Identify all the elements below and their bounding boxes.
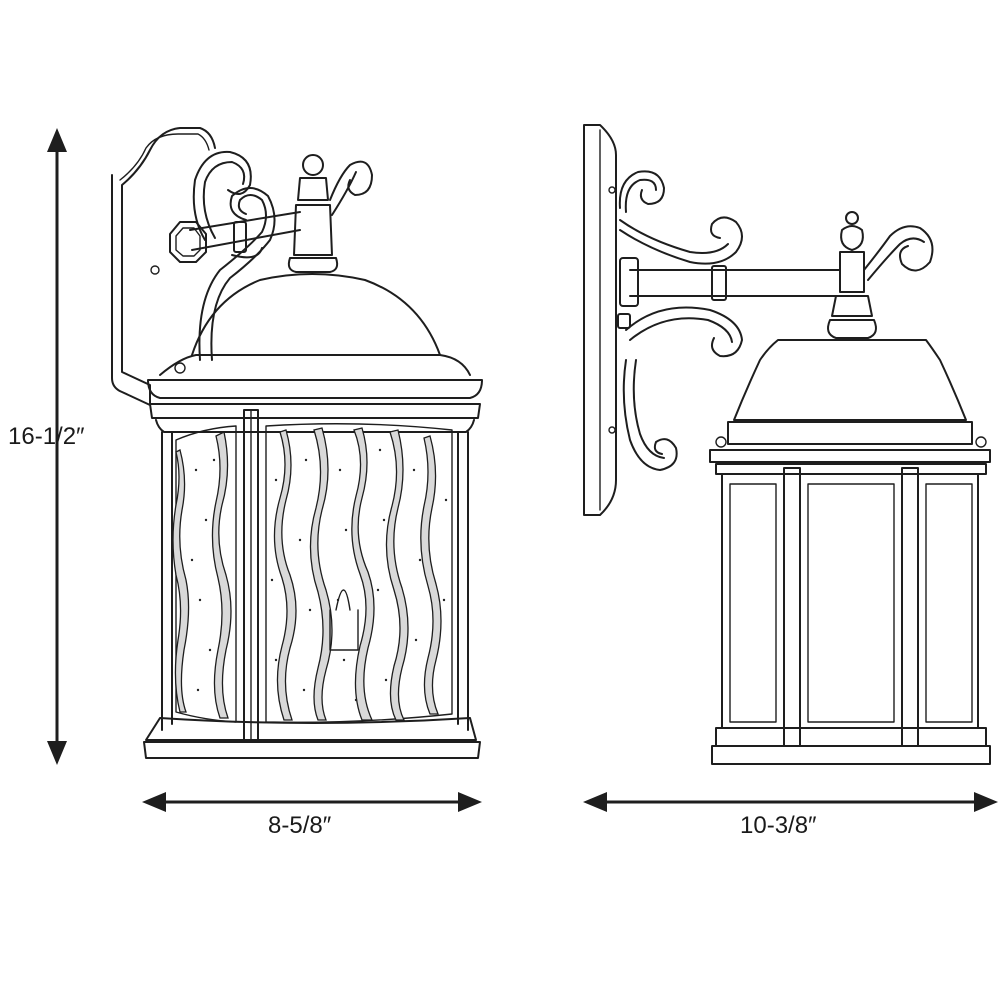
- side-roof: [709, 339, 991, 475]
- front-view-lantern: [111, 127, 483, 759]
- front-backplate: [111, 127, 216, 406]
- side-scroll-arm: [618, 170, 841, 471]
- height-dimension-arrow: [47, 128, 67, 765]
- front-base: [143, 717, 481, 759]
- side-cage: [721, 467, 979, 747]
- front-roof: [147, 273, 483, 433]
- side-width-dimension-arrow: [583, 792, 998, 812]
- front-width-dimension-label: 8-5/8″: [268, 812, 332, 839]
- front-width-dimension-arrow: [142, 792, 482, 812]
- side-base: [711, 727, 991, 765]
- front-water-glass: [172, 427, 448, 721]
- side-finial: [827, 211, 934, 339]
- front-seed-bubbles: [190, 448, 448, 702]
- side-backplate: [583, 124, 631, 516]
- side-view-lantern: [583, 124, 991, 765]
- height-dimension-label: 16-1/2″: [8, 423, 85, 450]
- front-scroll-arm: [169, 150, 301, 361]
- front-finial: [287, 154, 373, 273]
- side-extension-dimension-label: 10-3/8″: [740, 812, 817, 839]
